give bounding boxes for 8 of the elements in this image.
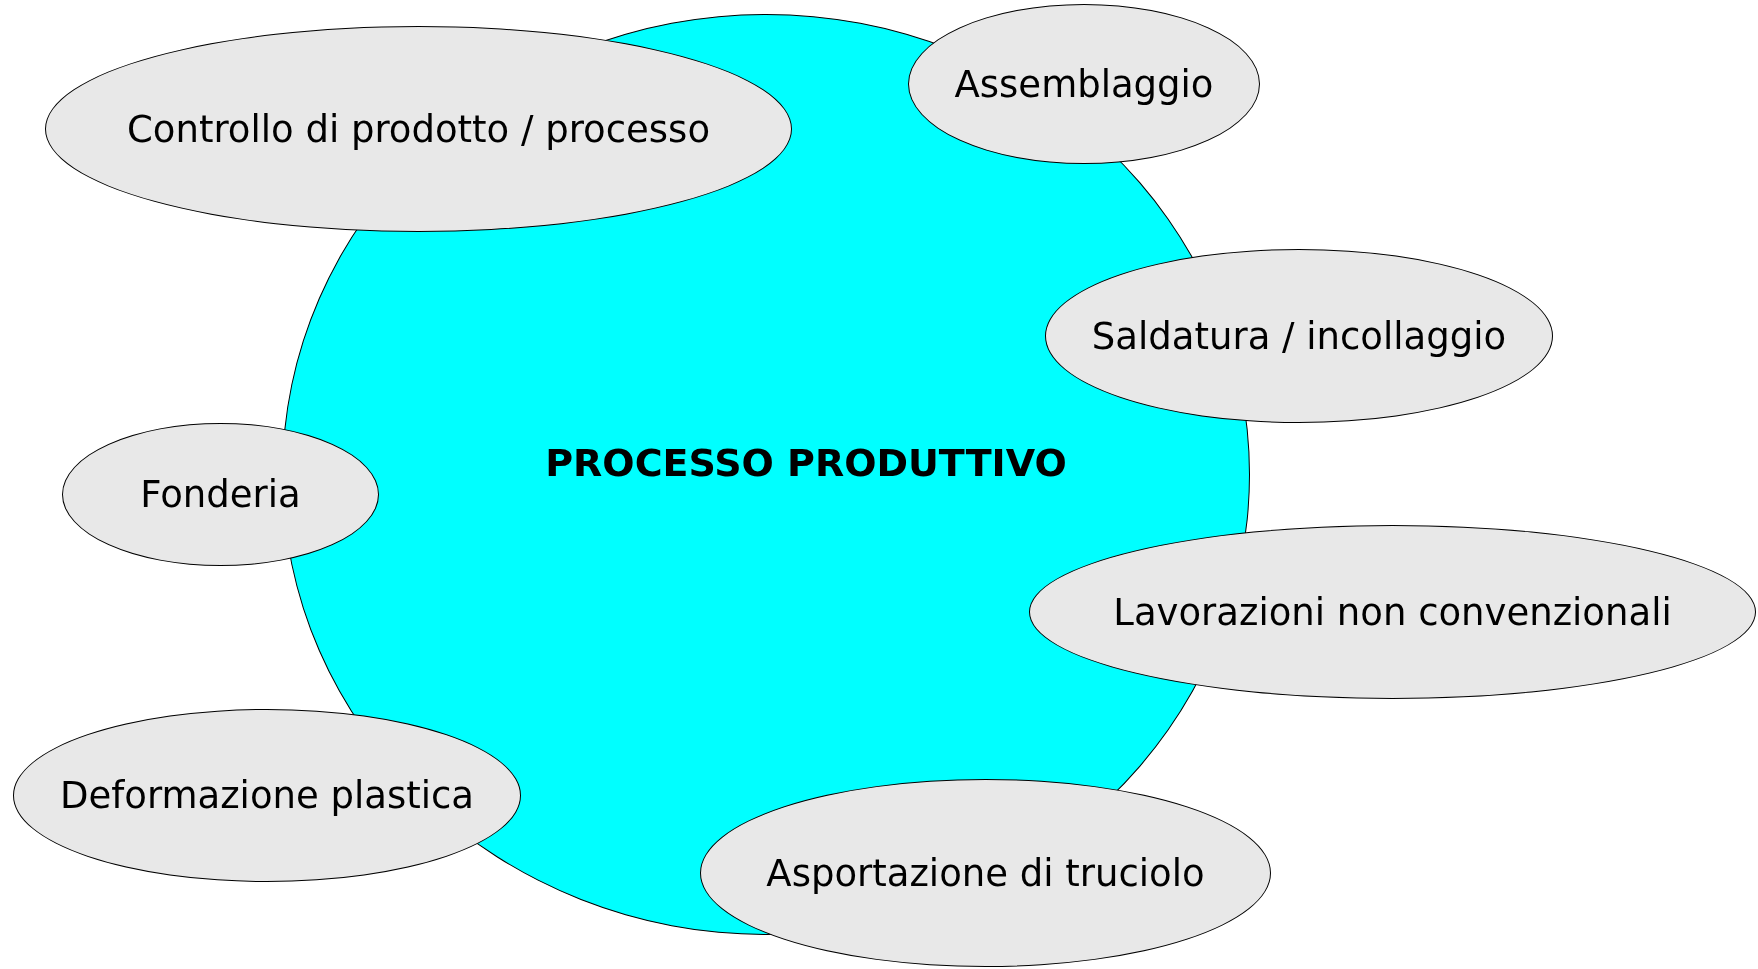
- node-label: Fonderia: [140, 473, 301, 516]
- node-label: Deformazione plastica: [60, 774, 474, 817]
- node-label: Lavorazioni non convenzionali: [1113, 590, 1672, 634]
- title-label: PROCESSO PRODUTTIVO: [545, 440, 1067, 485]
- node-label: Controllo di prodotto / processo: [126, 107, 711, 151]
- node-label: Saldatura / incollaggio: [1091, 314, 1507, 358]
- node-label: Asportazione di truciolo: [766, 851, 1205, 895]
- node-label: Assemblaggio: [954, 62, 1214, 106]
